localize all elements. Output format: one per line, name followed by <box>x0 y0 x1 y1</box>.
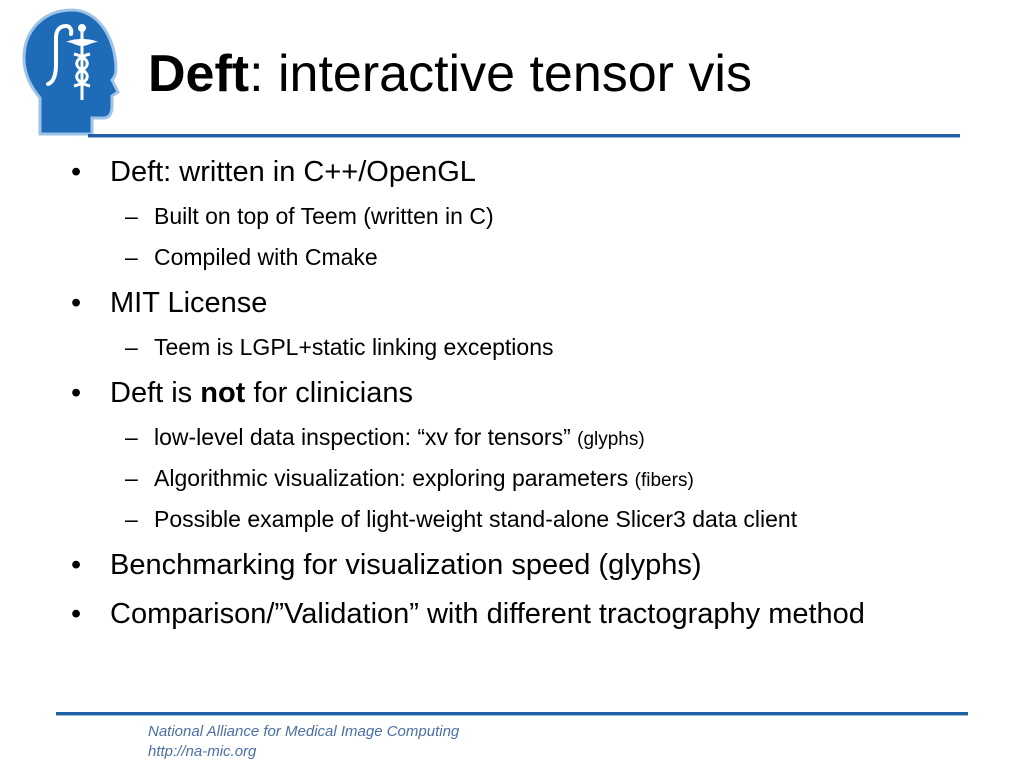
slide-title-bold: Deft <box>148 45 250 103</box>
na-mic-head-logo-icon <box>22 8 120 136</box>
bullet-marker: • <box>71 156 82 188</box>
title-divider <box>88 134 960 137</box>
sub-bullet-item: – Compiled with Cmake <box>125 242 378 272</box>
title-divider-shade <box>88 137 960 138</box>
sub-bullet-text: Built on top of Teem (written in C) <box>154 203 494 229</box>
sub-bullet-item: – low-level data inspection: “xv for ten… <box>125 422 645 455</box>
bullet-text: Benchmarking for visualization speed (gl… <box>110 549 702 581</box>
footer-divider-shade <box>56 715 968 716</box>
footer-divider <box>56 712 968 715</box>
sub-bullet-text: Possible example of light-weight stand-a… <box>154 506 798 532</box>
footer-url: http://na-mic.org <box>148 743 257 760</box>
bullet-marker: • <box>71 377 82 409</box>
sub-bullet-marker: – <box>125 424 138 450</box>
bullet-item: • Comparison/”Validation” with different… <box>71 594 910 634</box>
sub-bullet-text: Algorithmic visualization: exploring par… <box>154 465 635 491</box>
sub-bullet-marker: – <box>125 203 138 229</box>
slide-title-rest: : interactive tensor vis <box>249 45 752 103</box>
bullet-item: • Deft: written in C++/OpenGL <box>71 152 476 192</box>
bullet-text-post: for clinicians <box>245 377 413 409</box>
sub-bullet-text: Teem is LGPL+static linking exceptions <box>154 334 554 360</box>
bullet-item: • Benchmarking for visualization speed (… <box>71 545 702 585</box>
sub-bullet-item: – Possible example of light-weight stand… <box>125 504 798 534</box>
slide-title: Deft: interactive tensor vis <box>148 36 752 112</box>
sub-bullet-note: (glyphs) <box>577 429 645 450</box>
bullet-text: Deft: written in C++/OpenGL <box>110 156 476 188</box>
bullet-marker: • <box>71 549 82 581</box>
bullet-text-pre: Deft is <box>110 377 201 409</box>
bullet-text: MIT License <box>110 287 268 319</box>
sub-bullet-item: – Teem is LGPL+static linking exceptions <box>125 332 554 362</box>
sub-bullet-marker: – <box>125 506 138 532</box>
bullet-item: • MIT License <box>71 283 268 323</box>
sub-bullet-marker: – <box>125 465 138 491</box>
bullet-item: • Deft is not for clinicians <box>71 373 413 413</box>
sub-bullet-text: low-level data inspection: “xv for tenso… <box>154 424 578 450</box>
bullet-text: Comparison/”Validation” with different t… <box>110 598 865 630</box>
sub-bullet-marker: – <box>125 334 138 360</box>
sub-bullet-text: Compiled with Cmake <box>154 244 378 270</box>
sub-bullet-item: – Algorithmic visualization: exploring p… <box>125 463 694 496</box>
footer-org: National Alliance for Medical Image Comp… <box>148 723 460 740</box>
sub-bullet-note: (fibers) <box>634 470 694 491</box>
bullet-marker: • <box>71 287 82 319</box>
bullet-text-bold: not <box>200 377 246 409</box>
sub-bullet-marker: – <box>125 244 138 270</box>
sub-bullet-item: – Built on top of Teem (written in C) <box>125 201 494 231</box>
bullet-marker: • <box>71 598 82 630</box>
footer: National Alliance for Medical Image Comp… <box>148 722 459 762</box>
